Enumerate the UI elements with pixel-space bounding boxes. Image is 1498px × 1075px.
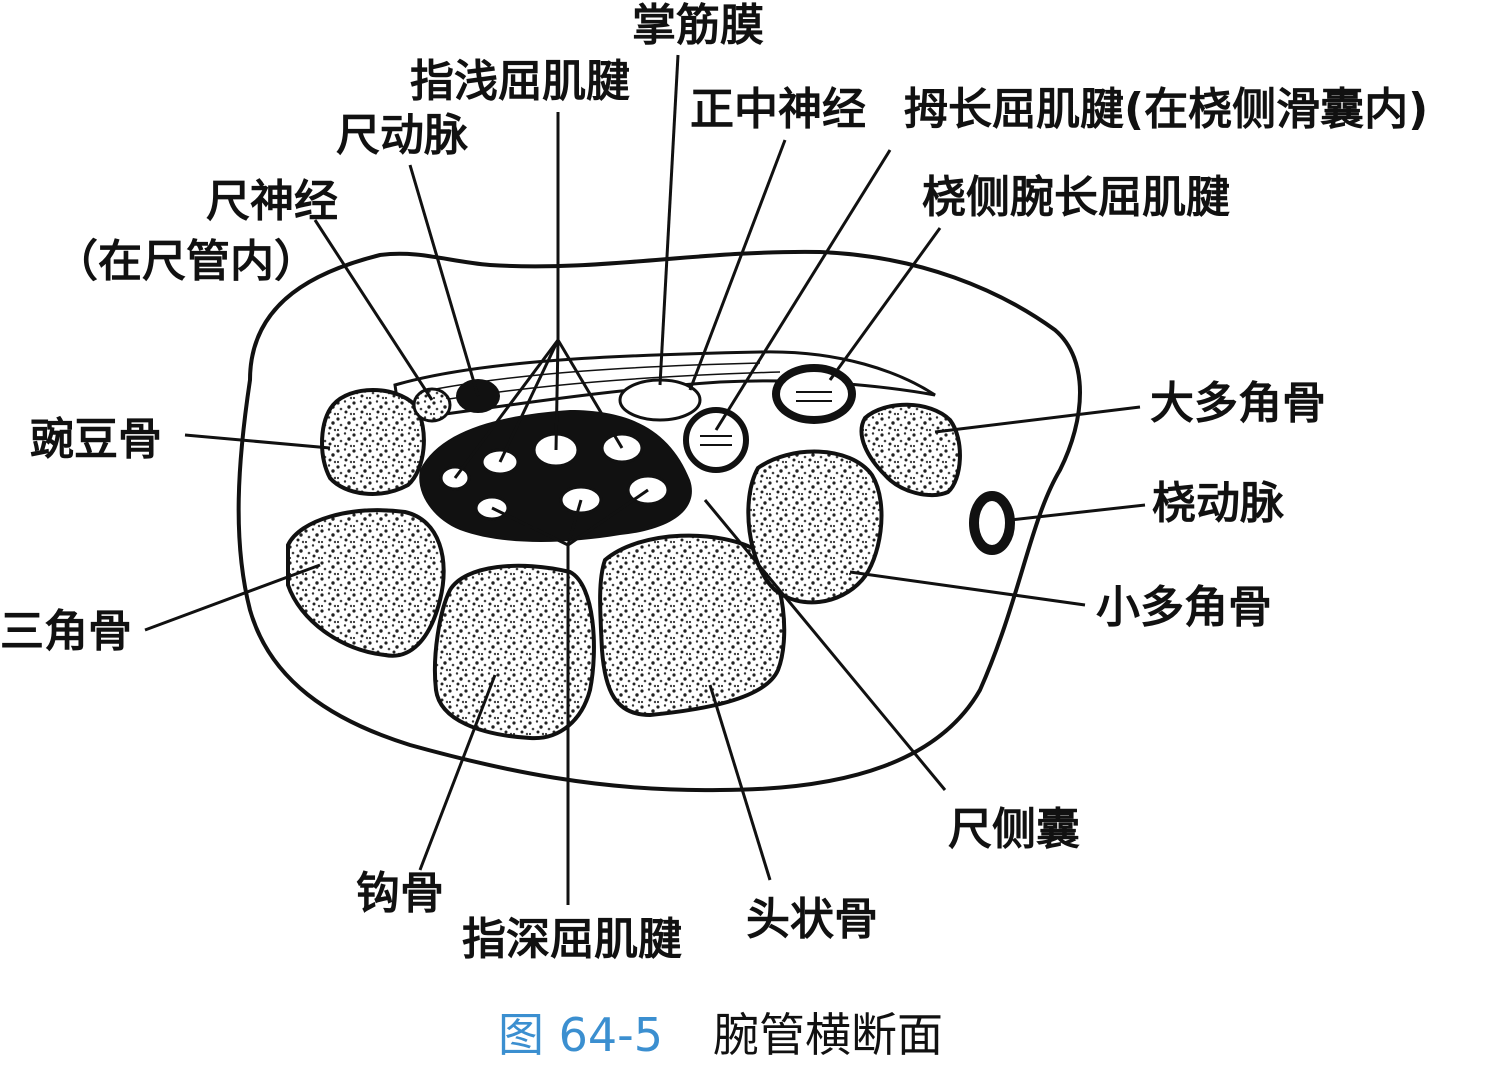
- ulnar-nerve: [412, 387, 452, 423]
- radial-artery: [969, 491, 1015, 555]
- triquetrum-bone: [286, 508, 446, 658]
- label-fds-tendons: 指浅屈肌腱: [410, 56, 630, 107]
- figure-number: 图 64-5: [498, 1008, 664, 1062]
- fcr-tendon: [772, 364, 856, 424]
- label-ulnar-nerve-note: （在尺管内）: [54, 236, 318, 287]
- label-triquetrum: 三角骨: [0, 606, 132, 657]
- label-pisiform: 豌豆骨: [30, 414, 162, 465]
- fpl-tendon: [683, 407, 749, 473]
- label-fpl-tendon: 拇长屈肌腱(在桡侧滑囊内): [904, 84, 1429, 135]
- label-palmar-fascia: 掌筋膜: [632, 0, 764, 51]
- pisiform-bone: [320, 388, 426, 496]
- capitate-bone: [598, 533, 787, 718]
- trapezoid-bone: [746, 449, 884, 605]
- label-median-nerve: 正中神经: [690, 84, 866, 135]
- label-fdp-tendons: 指深屈肌腱: [462, 914, 682, 965]
- label-trapezium: 大多角骨: [1150, 378, 1326, 429]
- median-nerve: [618, 378, 702, 422]
- hamate-bone: [432, 563, 596, 741]
- label-fcr-tendon: 桡侧腕长屈肌腱: [922, 172, 1230, 223]
- label-ulnar-artery: 尺动脉: [336, 110, 468, 161]
- label-hamate: 钩骨: [356, 868, 444, 919]
- label-radial-artery: 桡动脉: [1152, 478, 1284, 529]
- trapezium-bone: [859, 402, 962, 498]
- leader-lines: [144, 54, 1146, 905]
- label-ulnar-bursa: 尺侧囊: [948, 804, 1080, 855]
- label-ulnar-nerve: 尺神经: [206, 176, 338, 227]
- figure-title: 腕管横断面: [713, 1008, 944, 1062]
- label-capitate: 头状骨: [746, 894, 878, 945]
- label-trapezoid: 小多角骨: [1096, 582, 1272, 633]
